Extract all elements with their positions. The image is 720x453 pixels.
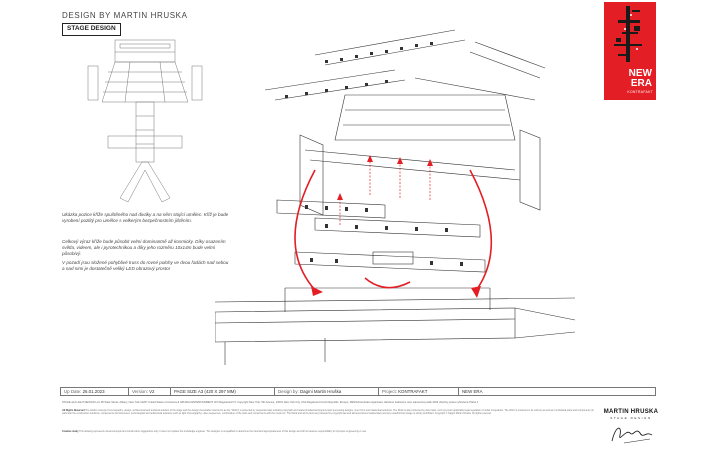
brand-name: MARTIN HRUSKA	[603, 409, 659, 415]
stage-exploded-illustration	[215, 29, 576, 365]
description-cross-expression: Celkový výraz kříže bude působit velmi d…	[62, 239, 226, 256]
stage-plan-sketch	[87, 39, 203, 203]
design-by-cell: Design by: Dagmi Martin Hruška	[275, 388, 379, 395]
header-title: DESIGN BY MARTIN HRUSKA	[62, 11, 188, 20]
creative-study-note: Creative study This drawing represents v…	[62, 430, 367, 433]
description-cross-position: Ukázka pozice kříže spuštěného nad divák…	[62, 212, 229, 223]
credits-line: STAGE and LIGHT DESIGN LLC 95 State Stre…	[62, 401, 479, 404]
legal-notice: All Rights Reserved The artistic concept…	[62, 409, 594, 416]
page-size-cell: PAGE SIZE A3 (420 X 297 MM)	[171, 388, 275, 395]
new-era-logo: NEW ERA KONTRAFAKT	[604, 2, 656, 100]
stage-design-badge: STAGE DESIGN	[62, 23, 121, 36]
project-name-cell: NEW ERA	[462, 389, 483, 394]
logo-new: NEW	[628, 68, 652, 79]
update-cell: Up Date: 26.01.2023	[61, 388, 129, 395]
brand-subtitle: STAGE DESIGN	[610, 416, 652, 420]
project-cell: Project: KONTRAFAKT	[379, 388, 459, 395]
cross-graphic-icon	[614, 6, 642, 62]
logo-era: ERA	[630, 78, 652, 89]
brand-block: MARTIN HRUSKA STAGE DESIGN	[603, 409, 659, 420]
description-background-truss: V pozadí jsou složené pohyblivé truss do…	[62, 260, 229, 271]
logo-kontrafakt: KONTRAFAKT	[627, 90, 653, 94]
signature-icon	[611, 427, 653, 444]
title-block: Up Date: 26.01.2023 Version: V2 PAGE SIZ…	[60, 387, 656, 396]
version-cell: Version: V2	[129, 388, 171, 395]
